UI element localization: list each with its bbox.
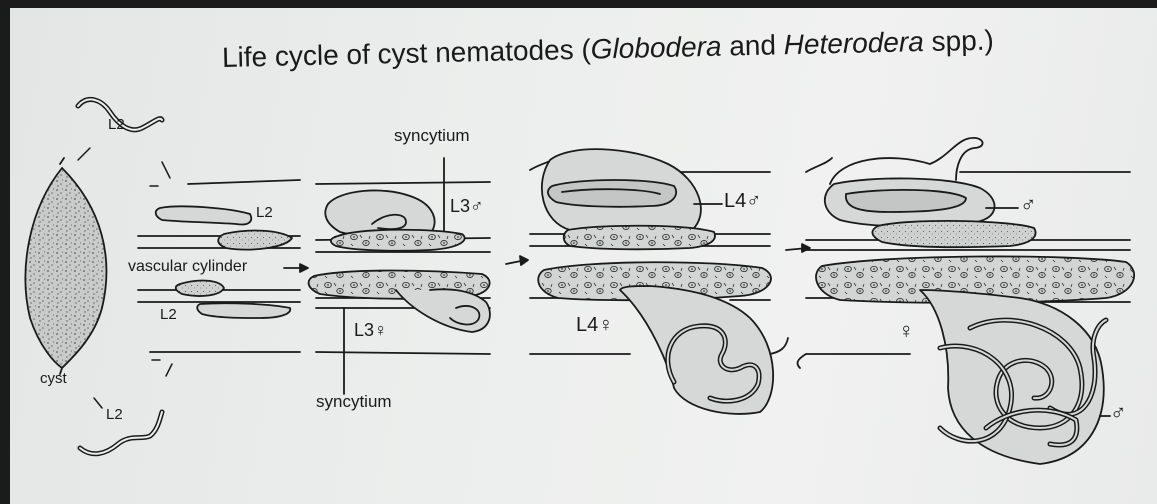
label-l2-root-lower: L2 xyxy=(160,306,177,323)
label-cyst: cyst xyxy=(40,370,67,387)
label-adult-male-lower: ♂ xyxy=(1110,400,1127,426)
label-vascular-cylinder: vascular cylinder xyxy=(128,258,247,276)
root-stage-l3 xyxy=(309,158,490,394)
label-l2-bottom: L2 xyxy=(106,406,123,423)
label-l3-male: L3♂ xyxy=(450,196,484,217)
label-l3-female: L3♀ xyxy=(354,320,388,341)
label-syncytium-top: syncytium xyxy=(394,126,470,146)
stage-arrow-2 xyxy=(506,256,528,265)
label-adult-female: ♀ xyxy=(898,318,915,344)
stage-arrow-1 xyxy=(284,264,308,272)
diagram-page: Life cycle of cyst nematodes (Globodera … xyxy=(10,8,1157,504)
stage-arrow-3 xyxy=(786,244,810,252)
label-l4-female: L4♀ xyxy=(576,314,613,337)
label-l2-top: L2 xyxy=(108,116,125,133)
label-adult-male-upper: ♂ xyxy=(1020,192,1037,218)
label-syncytium-bottom: syncytium xyxy=(316,392,392,412)
root-stage-adult xyxy=(798,138,1135,464)
cyst-illustration xyxy=(25,158,106,374)
label-l2-root-upper: L2 xyxy=(256,204,273,221)
root-stage-l4 xyxy=(530,149,788,414)
label-l4-male: L4♂ xyxy=(724,190,761,213)
life-cycle-drawing xyxy=(10,8,1157,504)
